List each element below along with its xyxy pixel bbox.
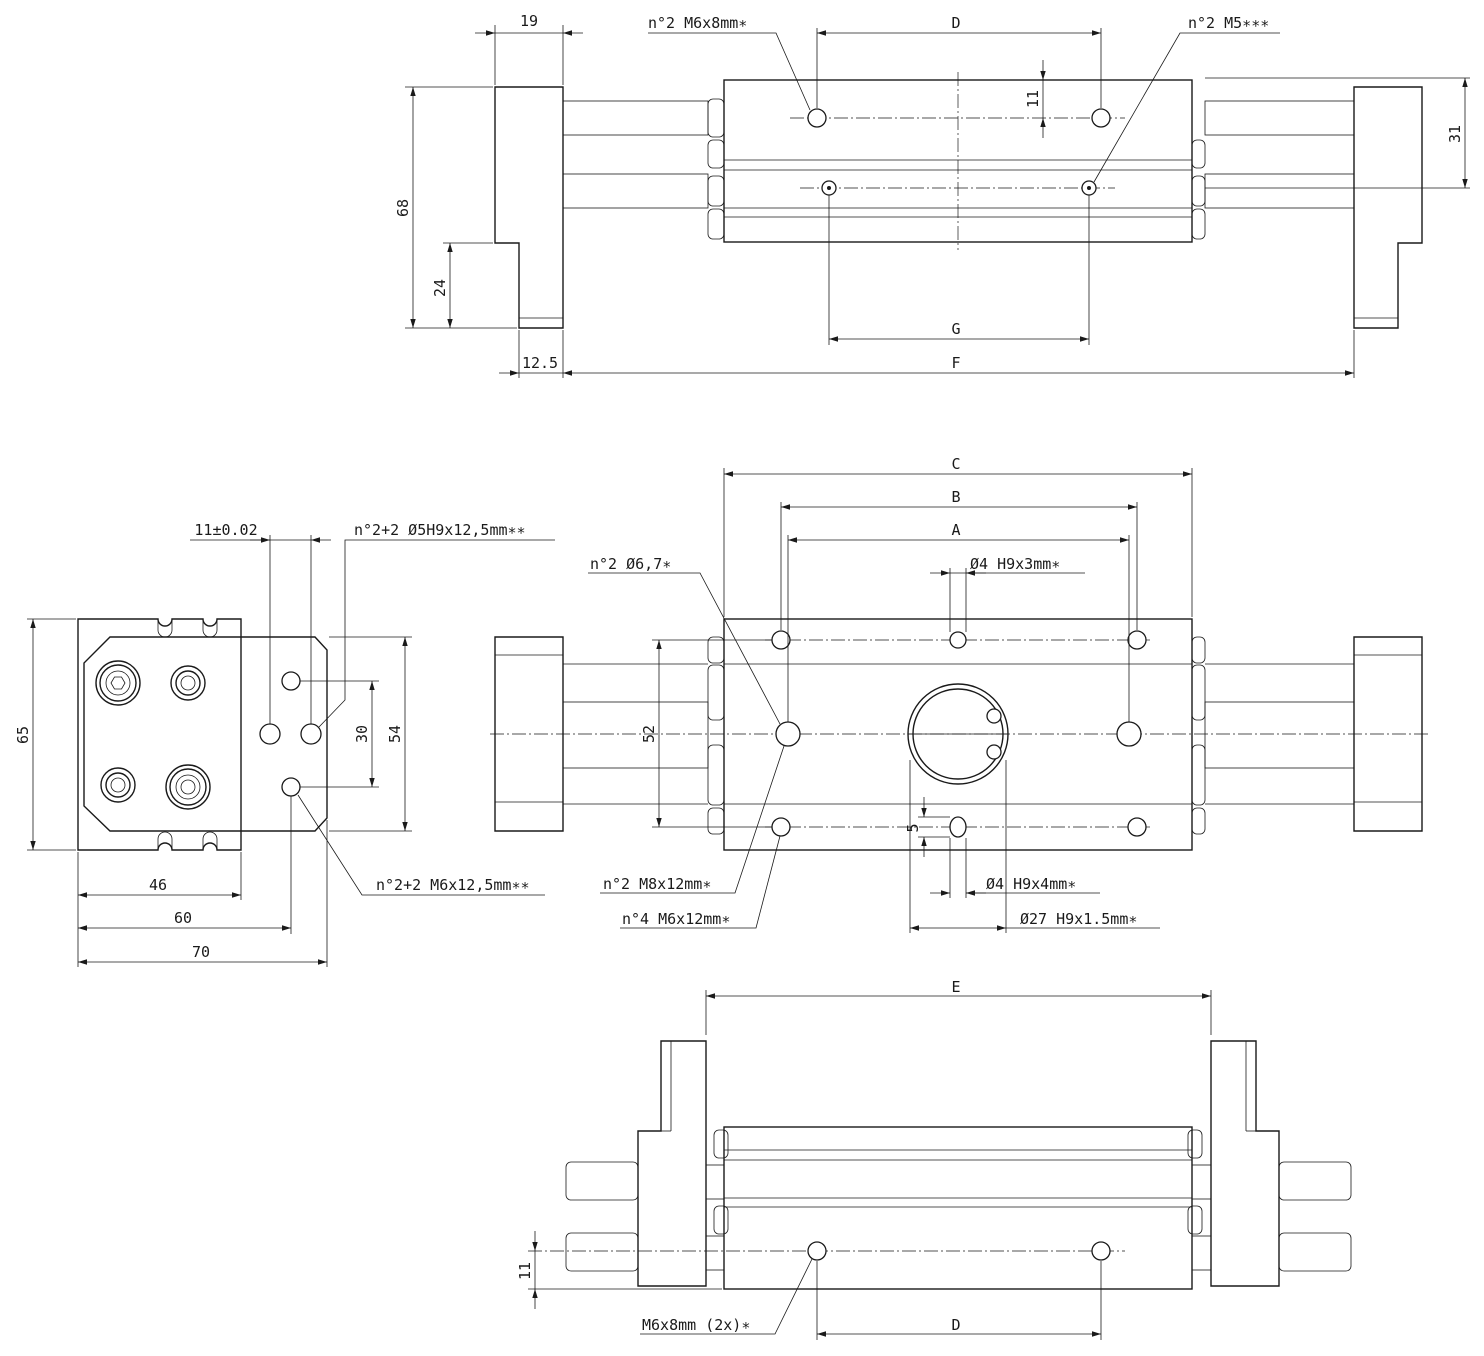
m6-hole (771, 817, 791, 837)
m6-hole (771, 630, 791, 650)
dim-11-tol-label: 11±0.02 (194, 521, 257, 539)
dim-31-label: 31 (1446, 125, 1464, 143)
right-end-block-bottom (1210, 1040, 1280, 1287)
side-face (83, 636, 328, 832)
dim-b-label: B (951, 488, 960, 506)
left-end-block (494, 86, 564, 329)
fitting (100, 767, 136, 803)
dim-a-label: A (951, 521, 960, 539)
dim-19-label: 19 (520, 12, 538, 30)
dim-d-bottom-label: D (951, 1316, 960, 1334)
dim-5-label: 5 (904, 823, 922, 832)
dim-11-bottom-label: 11 (516, 1262, 534, 1280)
fitting (95, 660, 141, 706)
dim-54-label: 54 (386, 725, 404, 743)
note-m5: n°2 M5∗∗∗ (1188, 14, 1269, 32)
m6-hole (807, 108, 827, 128)
dim-65-label: 65 (14, 726, 32, 744)
pin-hole (281, 671, 301, 691)
dim-52-label: 52 (640, 725, 658, 743)
note-5h9: n°2+2 Ø5H9x12,5mm∗∗ (354, 521, 526, 539)
dim-f-label: F (951, 354, 960, 372)
m8-hole (775, 721, 801, 747)
left-end-block-front (494, 636, 564, 832)
bottom-view: E 11 (516, 978, 1352, 1340)
dim-70-label: 70 (192, 943, 210, 961)
dim-g-label: G (951, 320, 960, 338)
note-4h9x3: Ø4 H9x3mm∗ (970, 555, 1060, 573)
dim-e-label: E (951, 978, 960, 996)
dowel-slot (949, 816, 967, 838)
main-body-front (723, 618, 1193, 851)
note-m8: n°2 M8x12mm∗ (603, 875, 711, 893)
dim-60-label: 60 (174, 909, 192, 927)
note-m6x12: n°4 M6x12mm∗ (622, 910, 730, 928)
dim-46-label: 46 (149, 876, 167, 894)
m6-hole (807, 1241, 827, 1261)
m6-hole (1127, 817, 1147, 837)
right-end-block (1353, 86, 1423, 329)
fitting (170, 665, 206, 701)
note-m6x8-2x: M6x8mm (2x)∗ (642, 1316, 750, 1334)
dim-68-label: 68 (394, 199, 412, 217)
guide-rod-upper (562, 100, 709, 136)
rod-end (565, 1161, 639, 1201)
front-view: C B A Ø4 H9x3mm∗ n°2 Ø6,7∗ 52 5 n°2 M8x1… (490, 455, 1430, 933)
note-m6x8: n°2 M6x8mm∗ (648, 14, 747, 32)
m6-hole (1127, 630, 1147, 650)
thread-hole (281, 777, 301, 797)
m6-hole (1091, 1241, 1111, 1261)
note-27h9: Ø27 H9x1.5mm∗ (1020, 910, 1137, 928)
m8-hole (1116, 721, 1142, 747)
dim-11-label: 11 (1024, 90, 1042, 108)
dim-24-label: 24 (431, 279, 449, 297)
guide-rod-lower (562, 173, 709, 209)
main-body-bottom (723, 1126, 1193, 1290)
pin-hole (300, 723, 322, 745)
note-6-7: n°2 Ø6,7∗ (590, 555, 671, 573)
m6-hole (1091, 108, 1111, 128)
dim-d-label: D (951, 14, 960, 32)
top-view: 19 D n°2 M6x8mm∗ n°2 M5∗∗∗ 11 31 68 24 (394, 12, 1470, 378)
dim-12-5-label: 12.5 (522, 354, 558, 372)
dim-30-label: 30 (353, 725, 371, 743)
fitting (165, 764, 211, 810)
side-view: 11±0.02 n°2+2 Ø5H9x12,5mm∗∗ 65 30 54 46 … (14, 521, 555, 967)
dowel-hole (949, 631, 967, 649)
dim-c-label: C (951, 455, 960, 473)
note-4h9x4: Ø4 H9x4mm∗ (986, 875, 1076, 893)
pin-hole (259, 723, 281, 745)
note-m6x12-5: n°2+2 M6x12,5mm∗∗ (376, 876, 530, 894)
side-body (77, 618, 242, 851)
left-end-block-bottom (637, 1040, 707, 1287)
